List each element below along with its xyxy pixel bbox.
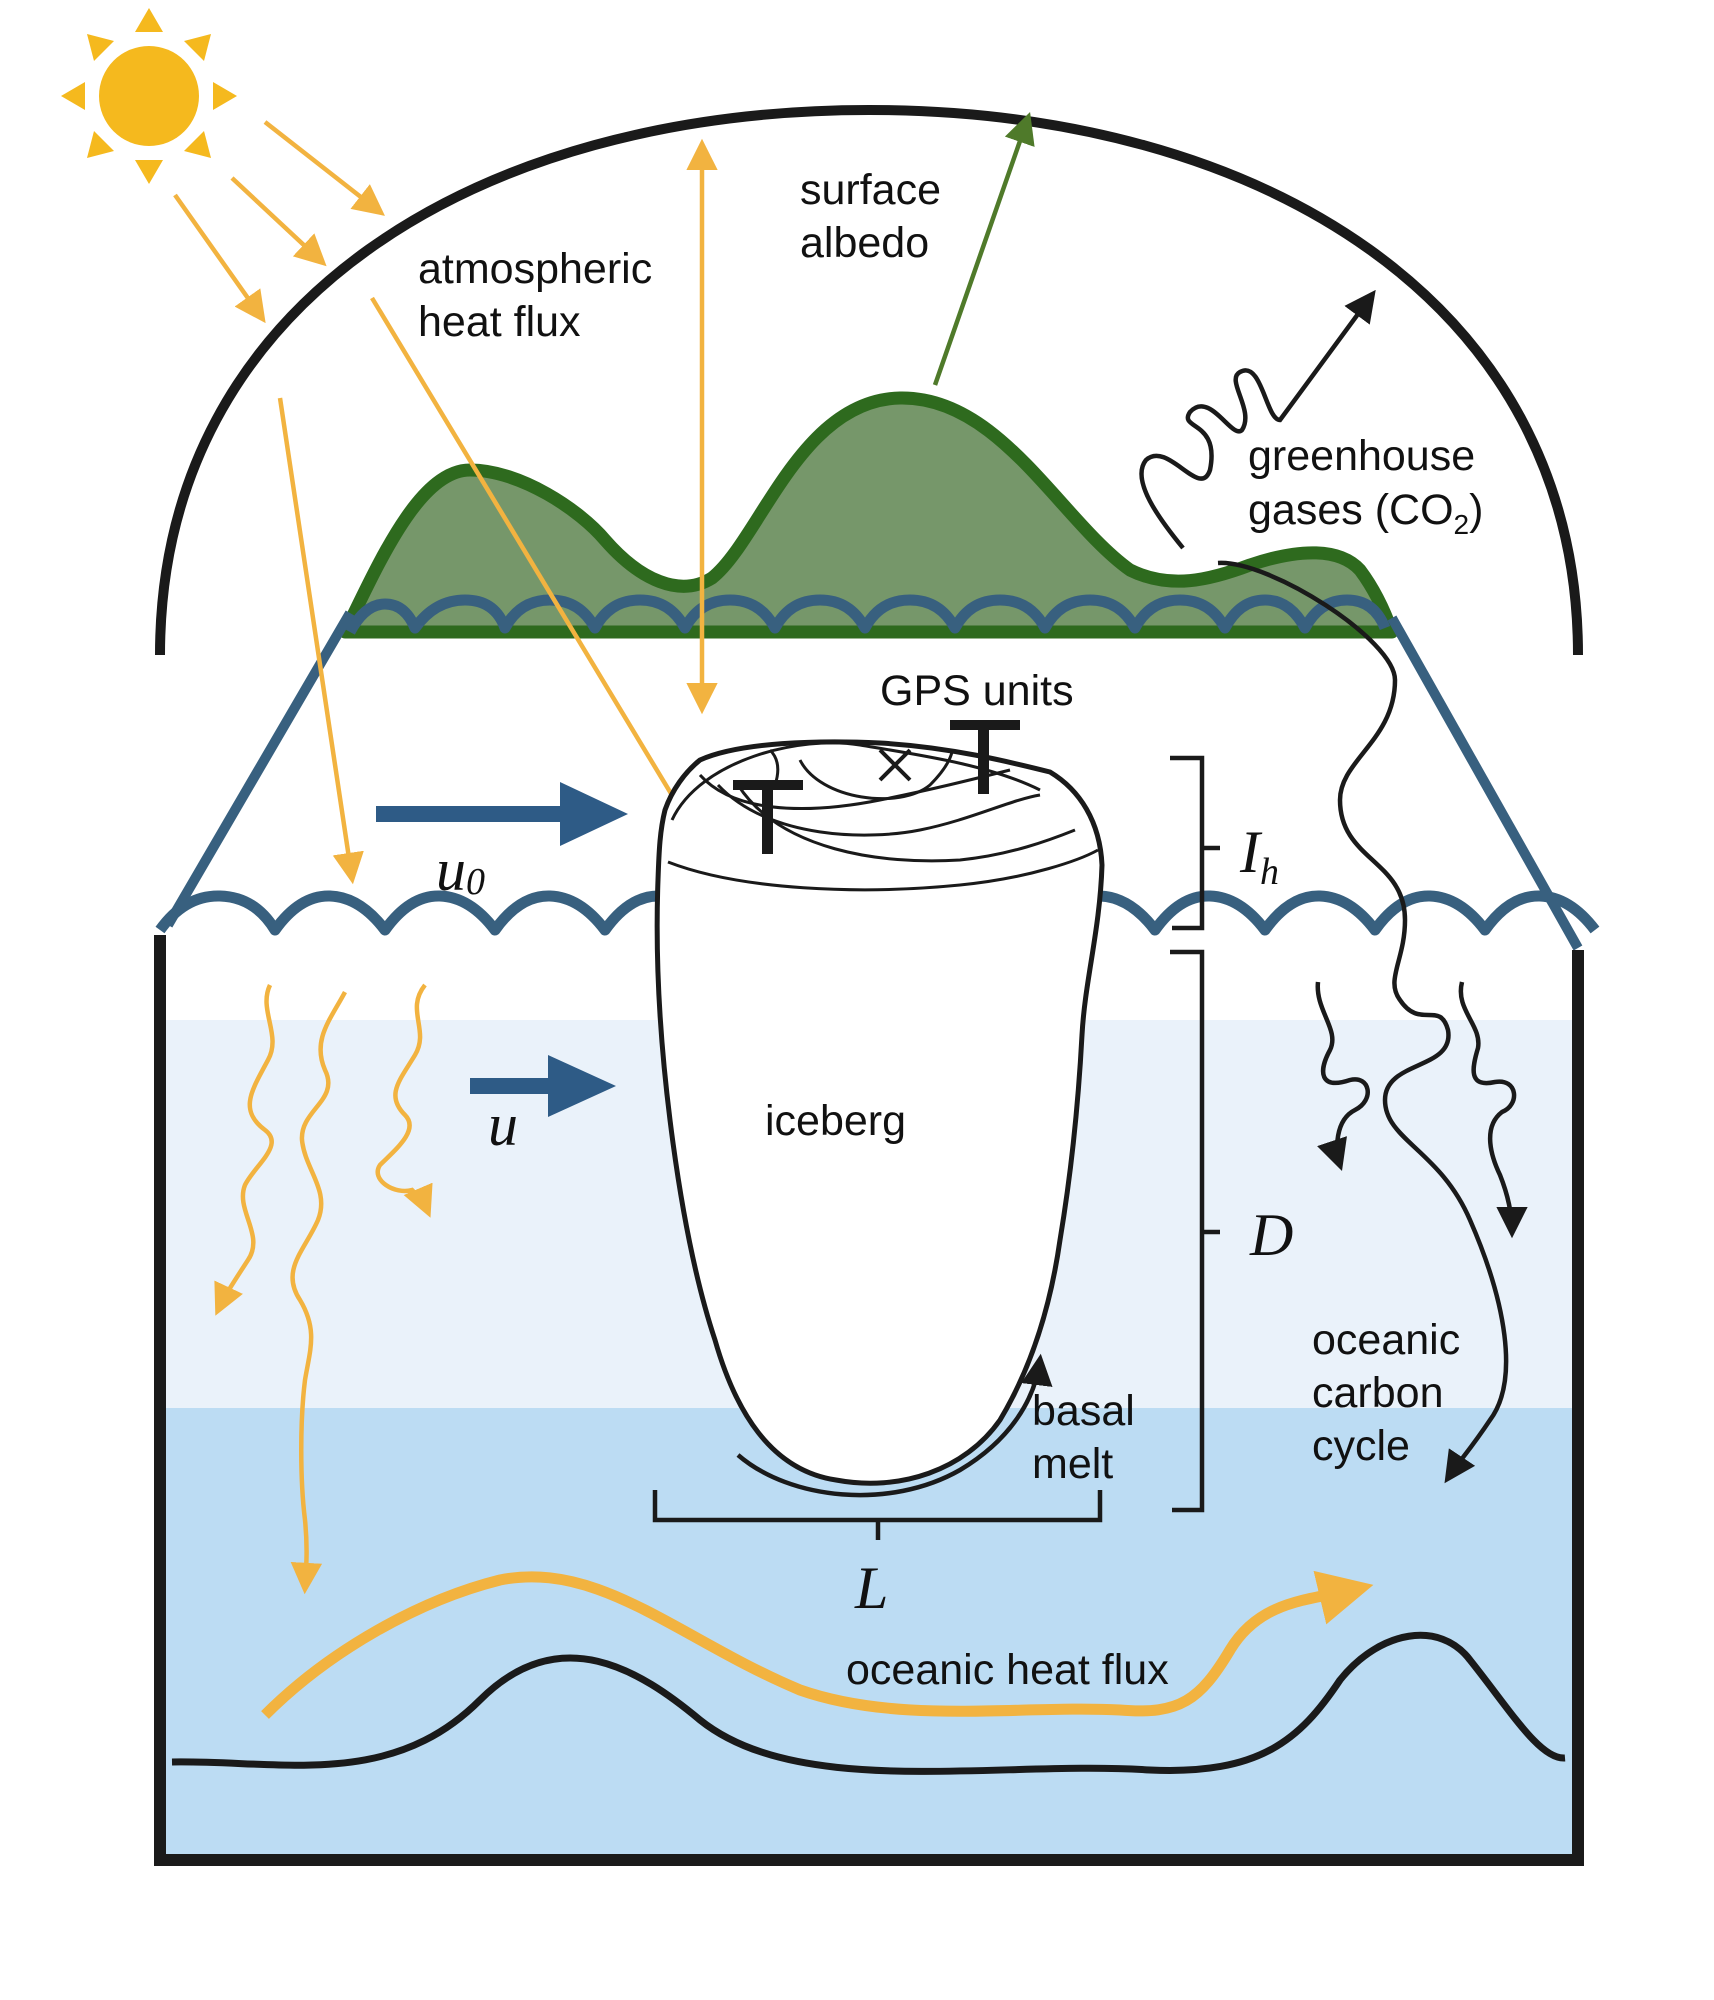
iceberg-peak-mark (878, 748, 912, 782)
oceanic-carbon-cycle-label: oceanic carbon cycle (1312, 1316, 1472, 1470)
sun-rays (173, 120, 718, 885)
carbon-squiggles (1315, 981, 1528, 1239)
oceanic-heat-flux-label: oceanic heat flux (846, 1646, 1169, 1694)
basal-melt-label: basal melt (1032, 1387, 1147, 1488)
basal-melt-arrow (736, 1353, 1053, 1498)
surface-velocity-symbol: u0 (436, 837, 485, 903)
ice-height-symbol: Ih (1239, 819, 1279, 893)
surface-albedo-arrow (932, 112, 1035, 386)
left-water-edge (163, 610, 355, 928)
iceberg-outline (654, 739, 1105, 1486)
gps-units-label: GPS units (880, 667, 1074, 715)
gps-unit-icon (733, 720, 1020, 854)
iceberg-label: iceberg (765, 1097, 906, 1145)
upper-water-surface (345, 594, 1391, 635)
ocean-container (154, 935, 1584, 1866)
ocean-heat-squiggles (214, 983, 433, 1595)
surface-albedo-label: surface albedo (800, 166, 953, 267)
sun-icon (61, 8, 237, 184)
atmospheric-heat-flux-label: atmospheric heat flux (418, 245, 664, 346)
carbon-cycle-arrow (1217, 560, 1509, 1484)
greenhouse-gas-arrow (1139, 289, 1376, 550)
ocean-heat-flux-arrow (261, 1570, 1374, 1719)
draft-depth-symbol: D (1249, 1202, 1293, 1268)
water-velocity-symbol: u (488, 1092, 518, 1158)
green-hills (338, 391, 1399, 639)
seafloor-line (171, 1631, 1566, 1775)
flow-arrows (376, 782, 628, 1117)
length-symbol: L (854, 1555, 888, 1621)
dimension-brackets (652, 755, 1220, 1540)
greenhouse-gases-label: greenhouse gases (CO2) (1248, 432, 1487, 540)
atmosphere-dome (155, 104, 1583, 656)
